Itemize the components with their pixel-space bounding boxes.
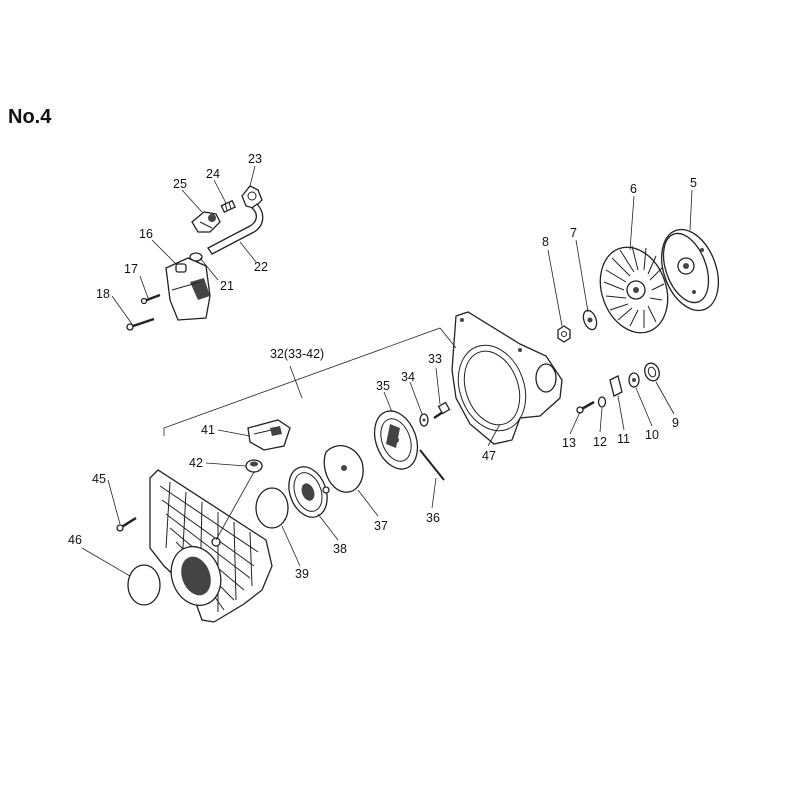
part-17-bolt (140, 293, 161, 305)
callout-22: 22 (254, 260, 268, 274)
callout-16: 16 (139, 227, 153, 241)
callout-13: 13 (562, 436, 576, 450)
callout-9: 9 (672, 416, 679, 430)
callout-38: 38 (333, 542, 347, 556)
ignition-coil-assembly (126, 185, 264, 331)
leader-lines (81, 165, 693, 577)
part-38-spring-case (288, 466, 330, 518)
callout-42: 42 (189, 456, 203, 470)
part-37-plate (323, 445, 364, 493)
flywheel-assembly (557, 228, 719, 343)
part-12-washer (597, 396, 607, 408)
part-41-handle (247, 419, 291, 451)
callout-7: 7 (570, 226, 577, 240)
starter-cover (149, 469, 273, 623)
callout-21: 21 (220, 279, 234, 293)
part-42-grommet (245, 459, 263, 473)
callout-6: 6 (630, 182, 637, 196)
part-10-washer (628, 372, 640, 388)
part-16-ignition-coil (165, 257, 211, 321)
part-23-plug-cap (241, 185, 263, 209)
part-18-bolt (126, 317, 155, 331)
part-24-spring (220, 199, 236, 214)
callout-33: 33 (428, 352, 442, 366)
part-13-bolt (576, 400, 595, 414)
part-47-fan-cover (451, 311, 563, 445)
part-5-clutch-drum (661, 228, 719, 312)
part-25-plug (191, 211, 221, 233)
starter-assembly (245, 401, 451, 529)
callout-8: 8 (542, 235, 549, 249)
callout-17: 17 (124, 262, 138, 276)
callout-23: 23 (248, 152, 262, 166)
callout-45: 45 (92, 472, 106, 486)
callout-36: 36 (426, 511, 440, 525)
callout-5: 5 (690, 176, 697, 190)
callout-35: 35 (376, 379, 390, 393)
callout-46: 46 (68, 533, 82, 547)
part-46-disc (127, 564, 161, 606)
part-33-bolt (433, 401, 451, 420)
callout-10: 10 (645, 428, 659, 442)
part-36-rope (419, 449, 445, 481)
callout-37: 37 (374, 519, 388, 533)
callout-47: 47 (482, 449, 496, 463)
part-45-bolt (116, 516, 137, 532)
small-parts-row (576, 362, 660, 414)
part-22-cord (207, 203, 264, 255)
callout-24: 24 (206, 167, 220, 181)
callout-41: 41 (201, 423, 215, 437)
part-9-bearing (644, 362, 660, 382)
part-7-washer (582, 309, 598, 331)
part-11-pawl (609, 375, 623, 397)
callout-12: 12 (593, 435, 607, 449)
callout-39: 39 (295, 567, 309, 581)
part-34-washer (419, 413, 429, 427)
part-8-nut (557, 325, 571, 343)
part-39-disc (255, 487, 289, 529)
callout-34: 34 (401, 370, 415, 384)
callout-32: 32(33-42) (270, 347, 324, 361)
callout-labels: 23 24 25 16 17 18 21 22 6 5 8 7 32(33-42… (68, 152, 697, 581)
part-6-flywheel (599, 245, 669, 334)
callout-25: 25 (173, 177, 187, 191)
callout-11: 11 (617, 432, 630, 446)
part-35-pulley (373, 410, 419, 470)
page-title: No.4 (8, 106, 52, 128)
callout-18: 18 (96, 287, 110, 301)
